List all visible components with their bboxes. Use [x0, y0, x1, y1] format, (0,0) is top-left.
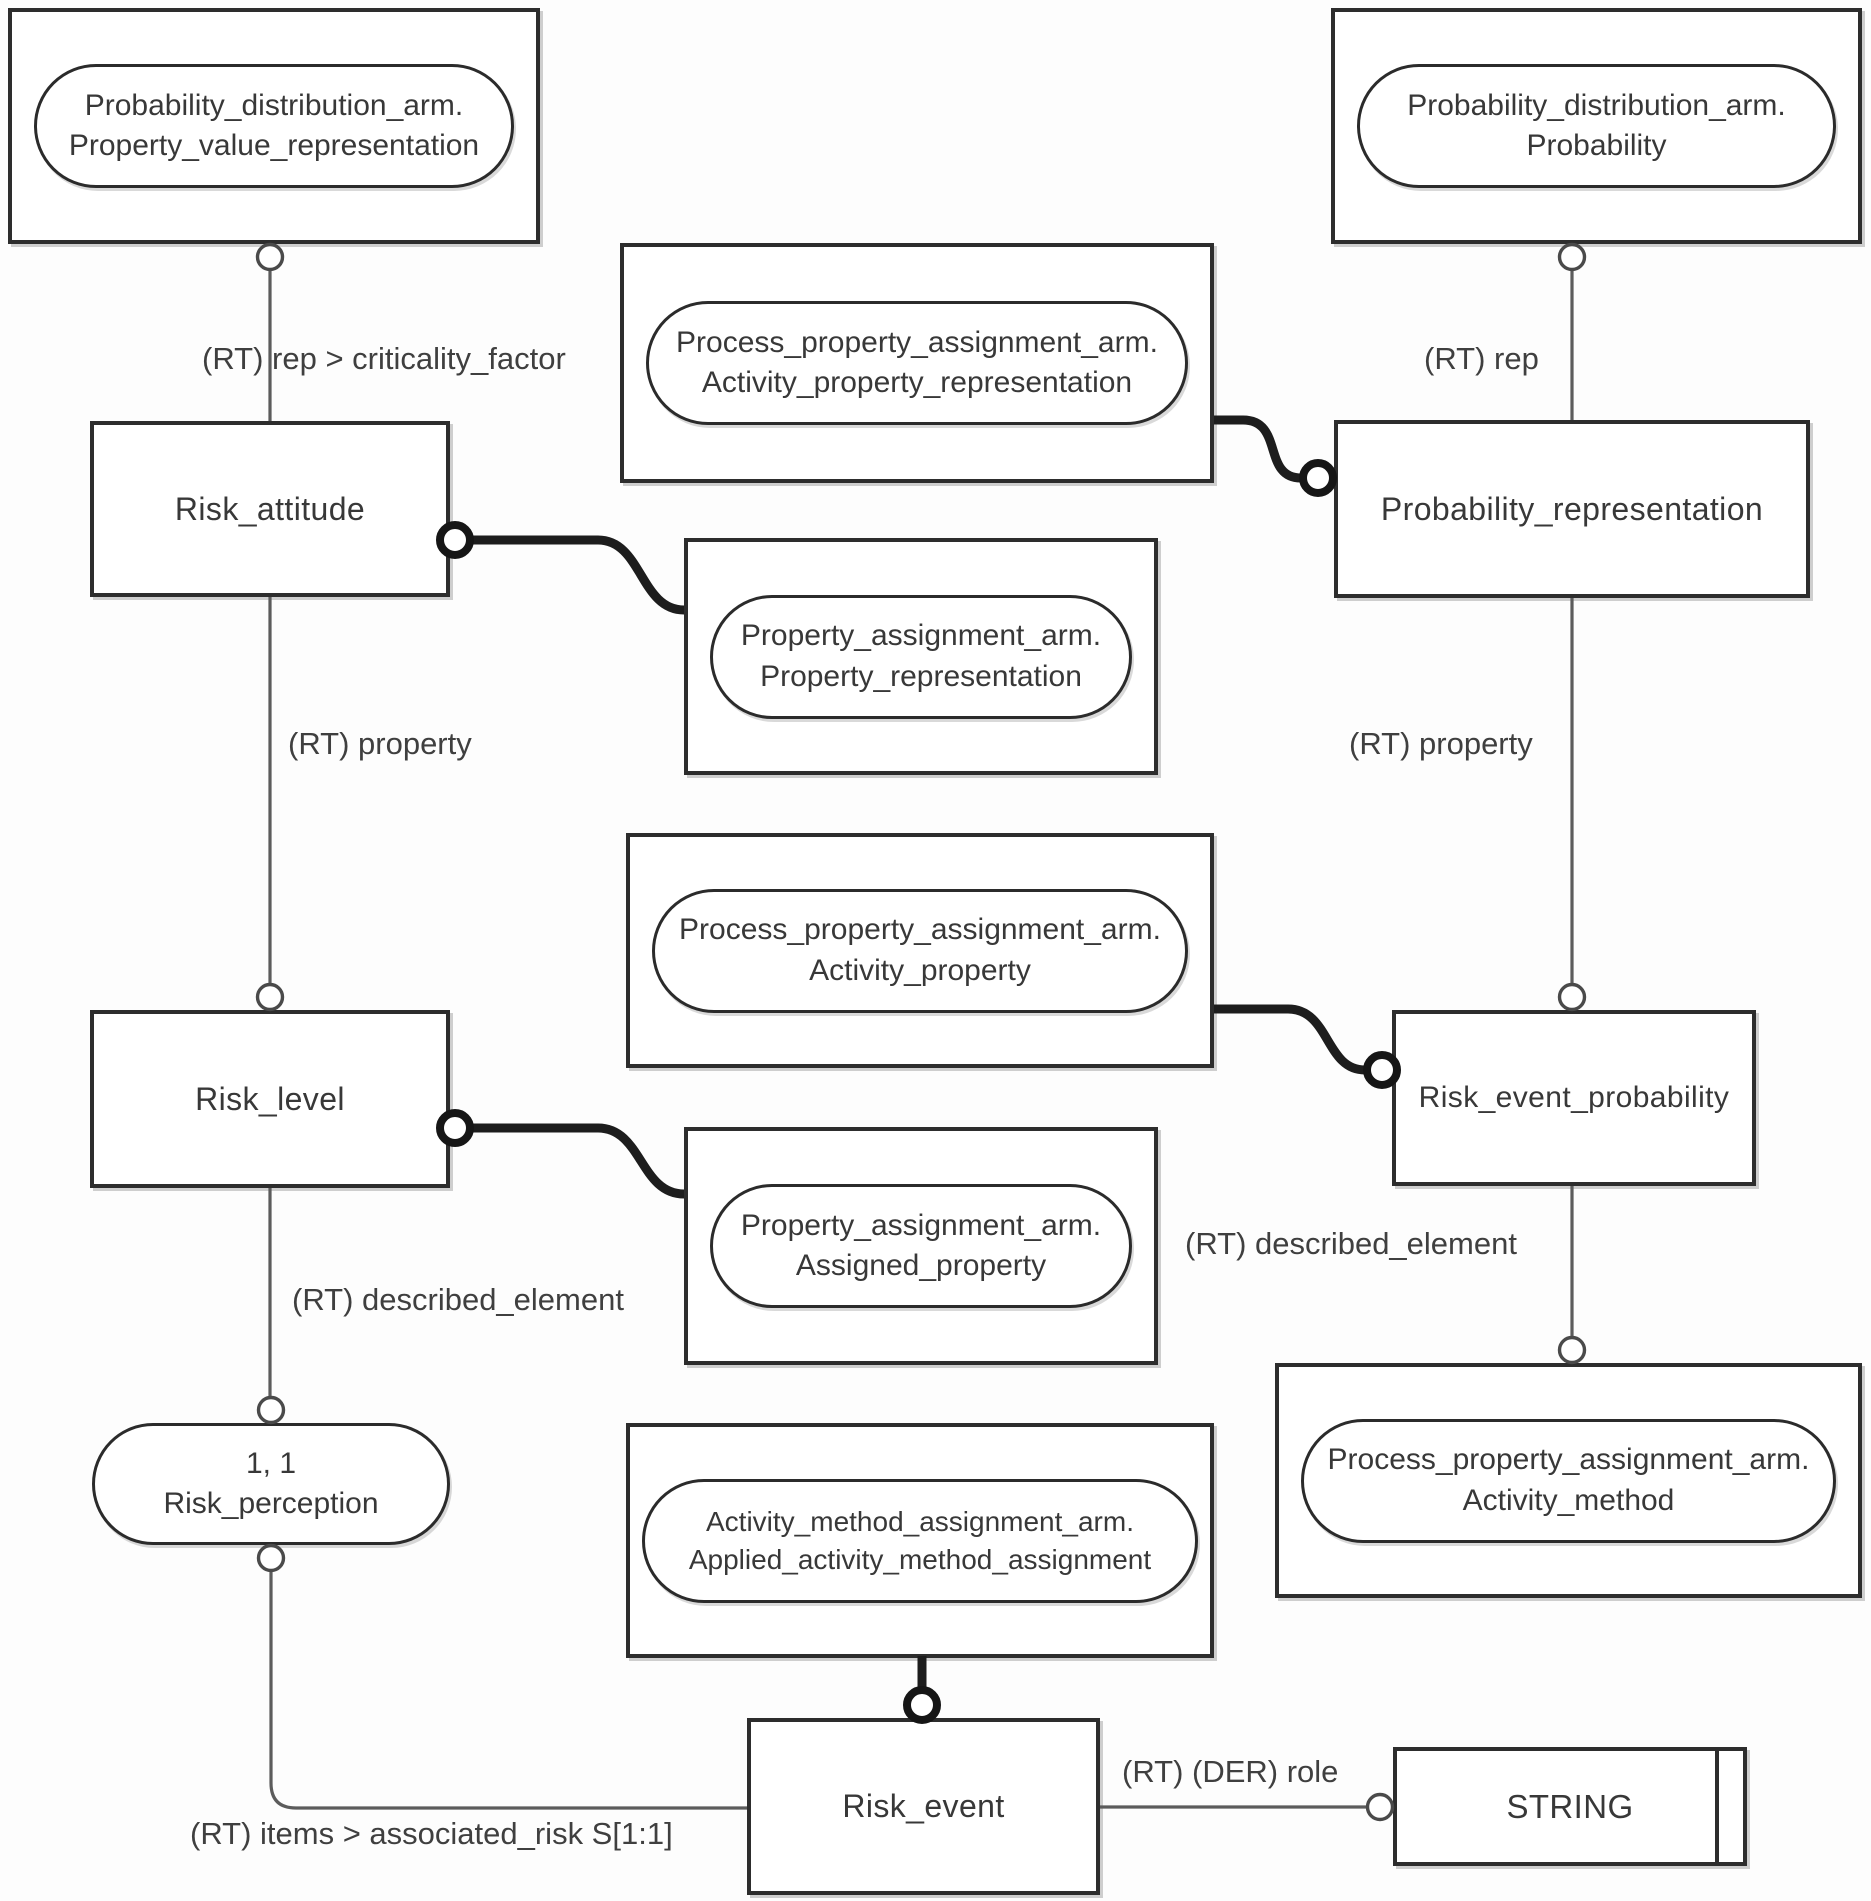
open-circle [255, 242, 285, 272]
open-circle [1557, 982, 1587, 1012]
edge-risk-attitude-to-property-representation [470, 535, 685, 615]
interschema-ref-activity-method: Process_property_assignment_arm. Activit… [1275, 1363, 1862, 1598]
ref-line1: Probability_distribution_arm. [1407, 88, 1786, 122]
ref-oval-property-representation: Property_assignment_arm. Property_repres… [710, 594, 1132, 719]
ref-line1: 1, 1 [245, 1446, 297, 1480]
type-string: STRING [1393, 1747, 1747, 1866]
edge-label-described-element-right: (RT) described_element [1185, 1226, 1517, 1261]
edge-activity-property-to-risk-event-probability [1214, 1004, 1366, 1075]
ref-line1: Process_property_assignment_arm. [676, 325, 1158, 359]
ref-line2: Risk_perception [163, 1487, 379, 1520]
ref-line2: Assigned_property [795, 1249, 1047, 1282]
open-circle [256, 1395, 286, 1425]
bold-circle [903, 1686, 941, 1724]
ref-oval-activity-method: Process_property_assignment_arm. Activit… [1301, 1418, 1836, 1543]
ref-line1: Activity_method_assignment_arm. [706, 1505, 1134, 1537]
interschema-ref-applied-activity-method-assignment: Activity_method_assignment_arm. Applied_… [626, 1423, 1214, 1658]
ref-line1: Probability_distribution_arm. [84, 88, 464, 122]
interschema-ref-assigned-property: Property_assignment_arm. Assigned_proper… [684, 1127, 1158, 1365]
entity-risk-level: Risk_level [90, 1010, 450, 1188]
ref-oval-probability: Probability_distribution_arm. Probabilit… [1357, 64, 1836, 188]
edge-label-items-associated-risk: (RT) items > associated_risk S[1:1] [190, 1816, 673, 1851]
ref-oval-risk-perception: 1, 1 Risk_perception [92, 1423, 450, 1545]
open-circle [255, 982, 285, 1012]
bold-circle [1299, 459, 1337, 497]
interschema-ref-property-value-representation: Probability_distribution_arm. Property_v… [8, 8, 540, 244]
entity-label: Risk_attitude [174, 490, 366, 527]
interschema-ref-property-representation: Property_assignment_arm. Property_repres… [684, 538, 1158, 775]
edge-activity-property-representation-to-probability-representation [1214, 415, 1302, 483]
edge-label-property-right: (RT) property [1349, 726, 1533, 761]
open-circle [1557, 1335, 1587, 1365]
ref-line2: Activity_property_representation [701, 366, 1133, 399]
ref-line1: Property_assignment_arm. [740, 1208, 1102, 1242]
entity-label: STRING [1506, 1787, 1634, 1825]
ref-oval-activity-property: Process_property_assignment_arm. Activit… [652, 888, 1188, 1013]
open-circle [1557, 242, 1587, 272]
edge-label-rep-criticality-factor: (RT) rep > criticality_factor [202, 341, 566, 376]
edge-label-described-element-left: (RT) described_element [292, 1282, 624, 1317]
entity-label: Risk_level [195, 1080, 345, 1117]
edge-risk-level-to-assigned-property [470, 1123, 685, 1199]
defined-type-bar [1715, 1751, 1719, 1862]
entity-label: Risk_event_probability [1418, 1081, 1730, 1114]
ref-oval-activity-property-representation: Process_property_assignment_arm. Activit… [646, 301, 1188, 425]
entity-label: Risk_event [842, 1788, 1005, 1824]
ref-line2: Property_representation [760, 659, 1082, 693]
entity-risk-attitude: Risk_attitude [90, 421, 450, 597]
ref-line2: Probability [1526, 129, 1667, 162]
ref-line2: Activity_property [809, 953, 1031, 987]
open-circle [1365, 1792, 1395, 1822]
ref-oval-applied-activity-method-assignment: Activity_method_assignment_arm. Applied_… [642, 1478, 1198, 1603]
entity-label: Probability_representation [1380, 490, 1764, 527]
ref-line2: Applied_activity_method_assignment [688, 1543, 1152, 1575]
interschema-ref-activity-property: Process_property_assignment_arm. Activit… [626, 833, 1214, 1068]
interschema-ref-activity-property-representation: Process_property_assignment_arm. Activit… [620, 243, 1214, 483]
edge-label-property-left: (RT) property [288, 726, 472, 761]
ref-line2: Activity_method [1462, 1483, 1675, 1517]
ref-line2: Property_value_representation [68, 129, 480, 162]
open-circle [256, 1543, 286, 1573]
entity-probability-representation: Probability_representation [1334, 420, 1810, 598]
ref-line1: Process_property_assignment_arm. [1327, 1443, 1810, 1476]
edge-label-der-role: (RT) (DER) role [1122, 1754, 1339, 1789]
edge-label-rep: (RT) rep [1424, 341, 1539, 376]
ref-line1: Property_assignment_arm. [740, 619, 1102, 652]
ref-oval-property-value-representation: Probability_distribution_arm. Property_v… [34, 64, 514, 188]
ref-line1: Process_property_assignment_arm. [679, 913, 1161, 946]
ref-oval-assigned-property: Property_assignment_arm. Assigned_proper… [710, 1184, 1132, 1308]
entity-risk-event: Risk_event [747, 1718, 1100, 1895]
entity-risk-event-probability: Risk_event_probability [1392, 1010, 1756, 1186]
interschema-ref-probability: Probability_distribution_arm. Probabilit… [1331, 8, 1862, 244]
